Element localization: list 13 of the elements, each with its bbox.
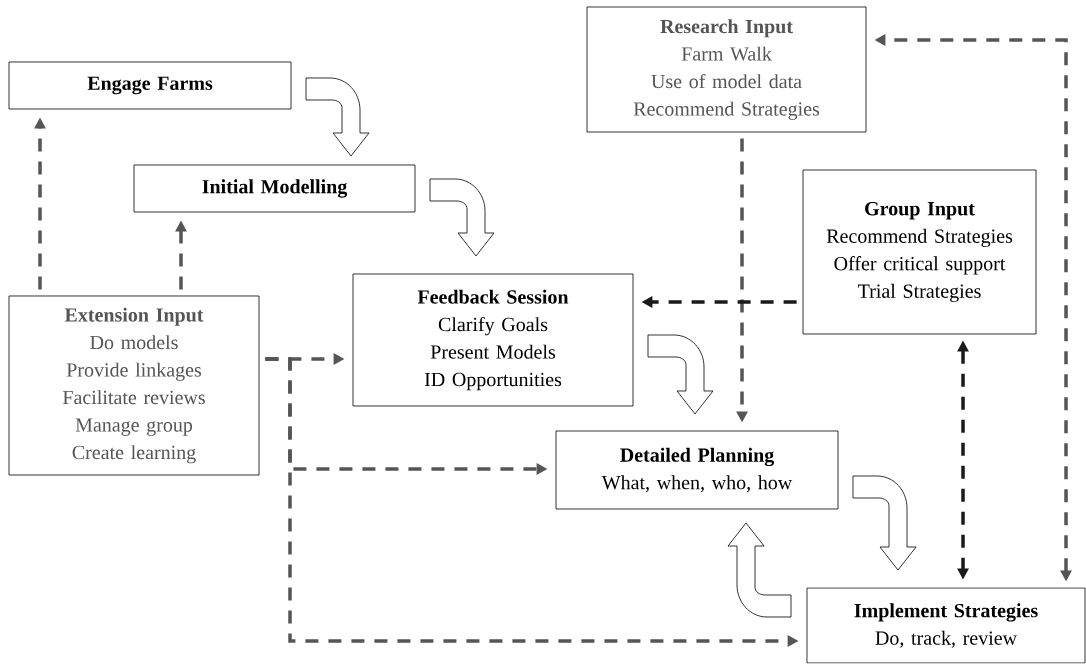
block-arrow <box>429 178 495 257</box>
block-arrow <box>305 77 370 157</box>
process-box: Engage Farms <box>8 61 292 110</box>
input-box: Extension Input Do models Provide linkages Facilitate reviews Manage group Create learning <box>8 295 260 476</box>
block-arrow <box>647 334 714 415</box>
process-box: Implement Strategies Do, track, review <box>806 587 1086 664</box>
block-arrow <box>727 522 792 618</box>
block-arrow <box>852 475 917 571</box>
process-box: Initial Modelling <box>133 164 416 213</box>
process-box: Feedback Session Clarify Goals Present Models ID Opportunities <box>352 273 634 407</box>
process-box: Detailed Planning What, when, who, how <box>555 430 839 510</box>
input-box: Group Input Recommend Strategies Offer critical support Trial Strategies <box>802 169 1037 335</box>
input-box: Research Input Farm Walk Use of model data Recommend Strategies <box>586 6 867 133</box>
